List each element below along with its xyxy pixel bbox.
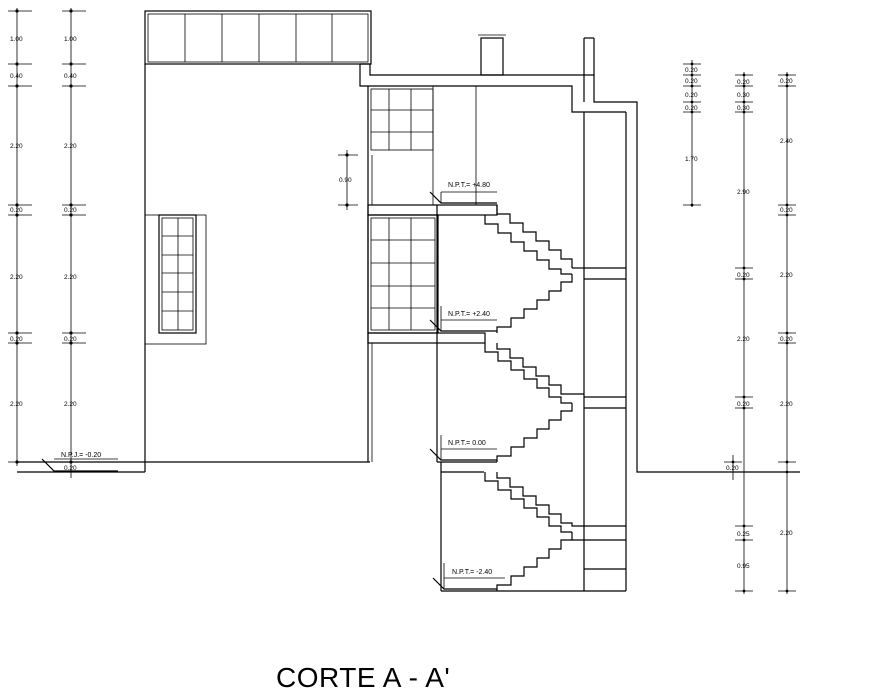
dim-label: 2.20 (780, 401, 793, 408)
level-label: N.P.T.= -2.40 (452, 569, 492, 576)
level-label: N.P.J.= -0.20 (61, 452, 101, 459)
dim-label: 2.20 (10, 401, 23, 408)
level-label: N.P.T.= +2.40 (448, 311, 490, 318)
level-marker-000: N.P.T.= 0.00 (429, 435, 497, 461)
level-marker-minus240: N.P.T.= -2.40 (432, 563, 505, 590)
dim-label: 1.70 (685, 156, 698, 163)
dim-label: 2.20 (737, 336, 750, 343)
drawing-title: CORTE A - A' (276, 662, 451, 693)
dim-label: 0.90 (339, 177, 352, 184)
dim-label: 0.40 (10, 73, 23, 80)
right-dimension-chain-a: 0.20 0.20 0.20 0.20 1.70 (683, 60, 701, 207)
right-dimension-chain-b: 0.20 0.30 0.30 2.90 0.20 2.20 0.20 0.20 … (724, 72, 753, 594)
dim-label: 0.30 (737, 105, 750, 112)
right-dimension-chain-c: 0.20 2.40 0.20 2.20 0.20 2.20 2.20 (778, 72, 796, 594)
dim-label: 1.00 (10, 36, 23, 43)
dim-label: 0.20 (10, 336, 23, 343)
dim-label: 0.20 (726, 465, 739, 472)
dim-label: 0.20 (64, 207, 77, 214)
right-wall (583, 111, 627, 591)
level-label: N.P.T.= 0.00 (448, 440, 486, 447)
dim-label: 0.20 (10, 207, 23, 214)
dim-label: 2.20 (780, 272, 793, 279)
dim-label: 0.30 (737, 92, 750, 99)
dim-label: 2.20 (64, 401, 77, 408)
level-label: N.P.T.= +4.80 (448, 182, 490, 189)
level-marker-240: N.P.T.= +2.40 (429, 306, 497, 332)
dim-label: 0.20 (737, 272, 750, 279)
left-dimension-chain-a: 1.00 0.40 2.20 0.20 2.20 0.20 2.20 (8, 8, 32, 466)
dim-label: 2.20 (780, 530, 793, 537)
dim-label: 2.20 (64, 274, 77, 281)
dim-label: 0.20 (685, 67, 698, 74)
stairs (484, 205, 626, 591)
left-block (144, 10, 372, 472)
dim-label: 0.95 (737, 563, 750, 570)
dim-label: 0.20 (780, 336, 793, 343)
dim-label: 0.20 (737, 401, 750, 408)
dim-label: 1.00 (64, 36, 77, 43)
dim-label: 2.20 (10, 143, 23, 150)
roof (359, 34, 800, 473)
dim-label: 0.40 (64, 73, 77, 80)
dim-label: 0.20 (737, 79, 750, 86)
dim-label: 0.20 (64, 465, 77, 472)
dim-label: 0.20 (685, 92, 698, 99)
dim-label: 0.20 (780, 207, 793, 214)
central-walls: 0.90 (338, 86, 477, 462)
dim-label: 0.20 (64, 336, 77, 343)
dim-label: 2.20 (10, 274, 23, 281)
dim-label: 0.20 (685, 78, 698, 85)
dim-label: 0.20 (780, 78, 793, 85)
dim-label: 2.90 (737, 189, 750, 196)
dim-label: 0.25 (737, 531, 750, 538)
dim-label: 2.20 (64, 143, 77, 150)
dim-label: 2.40 (780, 138, 793, 145)
ground-left: N.P.J.= -0.20 (17, 452, 145, 473)
dim-label: 0.20 (685, 105, 698, 112)
level-marker-480: N.P.T.= +4.80 (429, 182, 497, 204)
left-dimension-chain-b: 1.00 0.40 2.20 0.20 2.20 0.20 2.20 0.20 (62, 8, 86, 478)
